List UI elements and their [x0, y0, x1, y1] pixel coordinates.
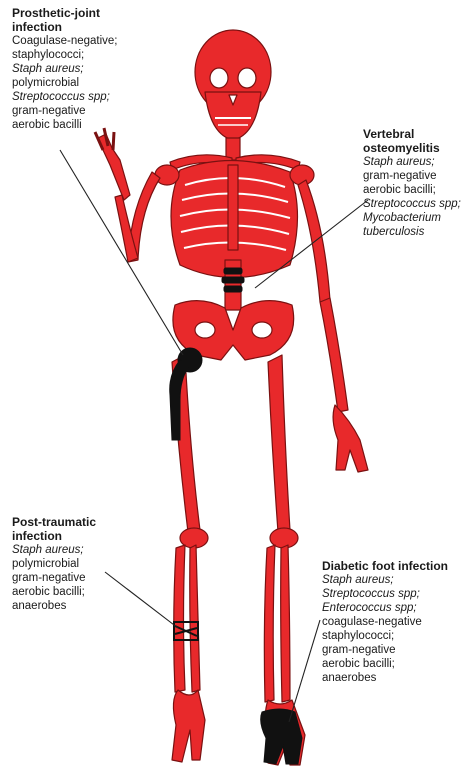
label-line: tuberculosis: [363, 225, 467, 239]
label-line: Staph aureus;: [363, 155, 467, 169]
skull: [195, 30, 271, 140]
label-line: polymicrobial: [12, 557, 142, 571]
label-title: infection: [12, 20, 142, 34]
vertebral-marker: [222, 268, 244, 292]
label-line: staphylococci;: [322, 629, 467, 643]
label-line: Staph aureus;: [12, 543, 142, 557]
post-traumatic-infection-label: Post-traumatic infection Staph aureus; p…: [12, 515, 142, 613]
diabetic-foot-infection-label: Diabetic foot infection Staph aureus; St…: [322, 559, 467, 685]
label-line: aerobic bacilli;: [363, 183, 467, 197]
right-arm: [298, 180, 368, 472]
label-line: Streptococcus spp;: [322, 587, 467, 601]
label-line: Streptococcus spp;: [12, 90, 142, 104]
label-title: Diabetic foot infection: [322, 559, 467, 573]
label-line: gram-negative: [322, 643, 467, 657]
label-title: infection: [12, 529, 142, 543]
label-line: Staph aureus;: [12, 62, 142, 76]
label-line: Coagulase-negative;: [12, 34, 142, 48]
label-title: osteomyelitis: [363, 141, 467, 155]
label-line: gram-negative: [12, 571, 142, 585]
label-title: Vertebral: [363, 127, 467, 141]
label-line: Staph aureus;: [322, 573, 467, 587]
label-line: aerobic bacilli: [12, 118, 142, 132]
label-line: aerobic bacilli;: [12, 585, 142, 599]
label-line: gram-negative: [12, 104, 142, 118]
left-shoulder: [155, 165, 179, 185]
label-line: anaerobes: [12, 599, 142, 613]
label-line: staphylococci;: [12, 48, 142, 62]
left-arm: [95, 128, 160, 262]
leader-line-diabetic: [289, 620, 320, 722]
right-leg: [264, 355, 305, 765]
label-line: anaerobes: [322, 671, 467, 685]
label-line: coagulase-negative: [322, 615, 467, 629]
label-line: Mycobacterium: [363, 211, 467, 225]
label-title: Post-traumatic: [12, 515, 142, 529]
label-title: Prosthetic-joint: [12, 6, 142, 20]
prosthetic-joint-label: Prosthetic-joint infection Coagulase-neg…: [12, 6, 142, 132]
vertebral-osteomyelitis-label: Vertebral osteomyelitis Staph aureus; gr…: [363, 127, 467, 239]
label-line: Streptococcus spp;: [363, 197, 467, 211]
label-line: aerobic bacilli;: [322, 657, 467, 671]
label-line: polymicrobial: [12, 76, 142, 90]
label-line: Enterococcus spp;: [322, 601, 467, 615]
label-line: gram-negative: [363, 169, 467, 183]
